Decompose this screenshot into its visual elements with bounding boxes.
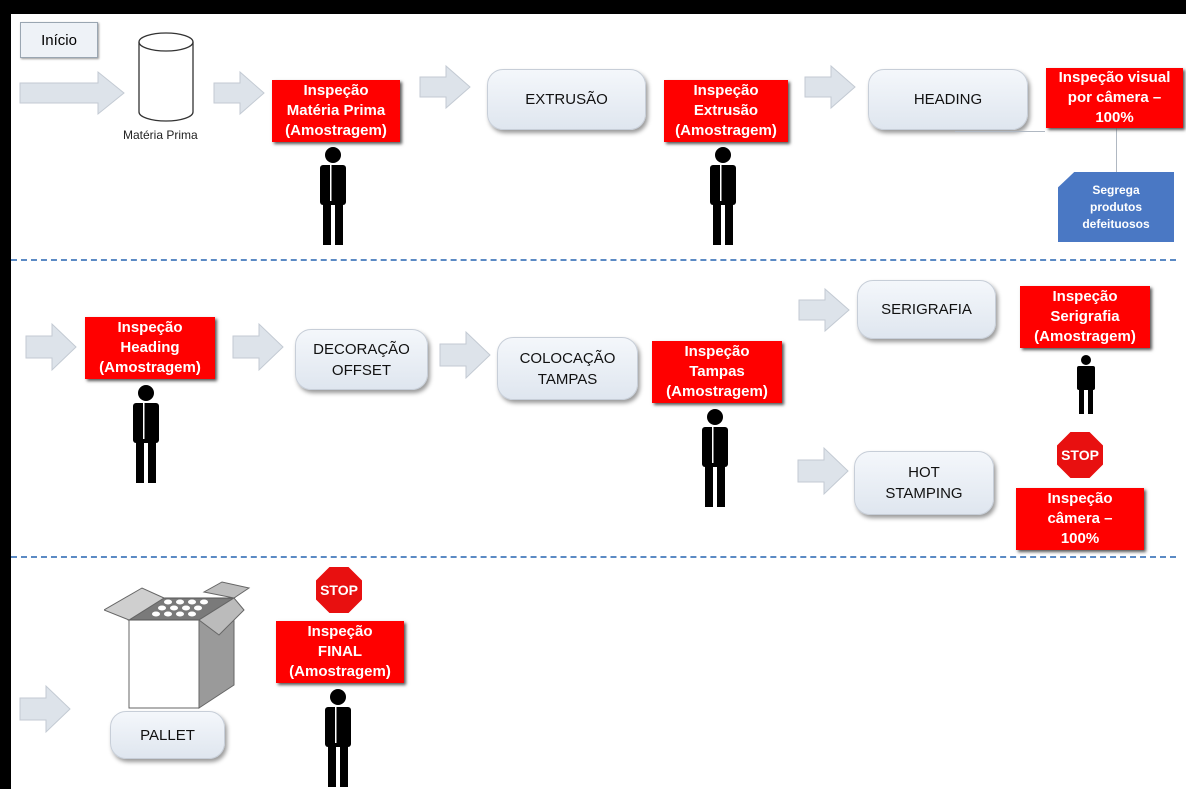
inspector-person-icon [320,147,346,245]
frame-top-border [0,0,1186,14]
materia-prima-cylinder-icon [138,32,194,122]
inspector-person-icon [133,385,159,483]
flow-arrow [439,330,491,380]
process-hot-stamping: HOT STAMPING [854,451,994,515]
flow-arrow [25,322,77,372]
inspection-camera-heading: Inspeção visual por câmera – 100% [1046,68,1183,128]
flow-arrow [804,64,856,110]
flow-arrow-entry [19,70,125,116]
process-hot-stamping-label: HOT STAMPING [885,464,963,502]
inspector-person-icon [325,689,351,787]
process-decoracao-offset: DECORAÇÃO OFFSET [295,329,428,390]
stop-sign-icon: STOP [1055,430,1105,480]
flow-arrow [213,70,265,116]
inspection-extrusao: Inspeção Extrusão (Amostragem) [664,80,788,142]
lane-divider-2 [11,556,1176,558]
lane-divider-1 [11,259,1176,261]
stop-sign-text: STOP [1061,447,1099,463]
flow-arrow [232,322,284,372]
flow-arrow [419,64,471,110]
stop-sign-icon: STOP [314,565,364,615]
process-colocacao-label: COLOCAÇÃO TAMPAS [519,349,616,388]
frame-left-border [0,0,11,789]
process-colocacao-tampas: COLOCAÇÃO TAMPAS [497,337,638,400]
process-heading: HEADING [868,69,1028,130]
inspection-camera-hot-stamping: Inspeção câmera – 100% [1016,488,1144,550]
inspection-tampas: Inspeção Tampas (Amostragem) [652,341,782,403]
process-pallet: PALLET [110,711,225,759]
process-serigrafia: SERIGRAFIA [857,280,996,339]
pallet-box-icon [104,581,251,709]
inspection-materia-prima: Inspeção Matéria Prima (Amostragem) [272,80,400,142]
segrega-note: Segrega produtos defeituosos [1058,172,1174,242]
connector-line [955,131,1045,132]
start-box: Início [20,22,98,58]
process-decoracao-label: DECORAÇÃO OFFSET [313,340,410,379]
flow-arrow [797,446,849,496]
inspector-person-icon [1077,355,1095,414]
process-extrusao: EXTRUSÃO [487,69,646,130]
flow-arrow [798,287,850,333]
connector-line [1116,128,1117,178]
materia-prima-label: Matéria Prima [123,128,198,142]
inspection-final: Inspeção FINAL (Amostragem) [276,621,404,683]
inspection-serigrafia: Inspeção Serigrafia (Amostragem) [1020,286,1150,348]
inspector-person-icon [702,409,728,507]
stop-sign-text: STOP [320,582,358,598]
inspection-heading: Inspeção Heading (Amostragem) [85,317,215,379]
inspector-person-icon [710,147,736,245]
flow-arrow [19,684,71,734]
